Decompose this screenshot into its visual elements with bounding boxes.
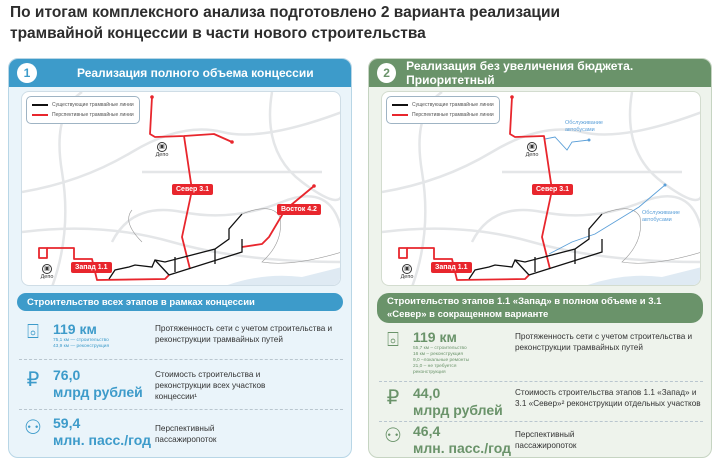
- depot-west: ▣Депо: [36, 264, 58, 280]
- title-line-1: По итогам комплексного анализа подготовл…: [10, 4, 561, 21]
- variant-title: Реализация полного объема концессии: [77, 66, 314, 80]
- divider: [19, 359, 343, 360]
- legend-existing: Существующие трамвайные линии: [52, 102, 134, 108]
- metric-desc: Протяженность сети с учетом строительств…: [155, 324, 333, 344]
- depot-label: Депо: [155, 152, 169, 158]
- map-variant-1: Существующие трамвайные линии Перспектив…: [21, 91, 341, 286]
- legend-planned: Перспективные трамвайные линии: [412, 112, 494, 118]
- depot-label: Депо: [40, 274, 54, 280]
- variant-title: Реализация без увеличения бюджета. Приор…: [406, 59, 634, 87]
- label-east: Восток 4.2: [277, 204, 321, 215]
- metric-length: ⌻ 119 км 55,7 км – строительство 16 км –…: [379, 329, 703, 376]
- metric-value: 59,4: [53, 415, 81, 431]
- label-north: Север 3.1: [532, 184, 574, 195]
- ruble-icon: ₽: [386, 387, 400, 409]
- metric-length: ⌻ 119 км 75,1 км — строительство 43,9 км…: [19, 321, 343, 350]
- title-line-2: трамвайной концессии в части нового стро…: [10, 25, 426, 42]
- metric-detail: 9,0 –локальные ремонты: [413, 358, 470, 363]
- label-west: Запад 1.1: [71, 262, 112, 273]
- variant-2-panel: 2 Реализация без увеличения бюджета. Прио…: [368, 58, 712, 458]
- tape-measure-icon: ⌻: [27, 321, 39, 343]
- metric-value: 119 км: [413, 329, 457, 345]
- variant-number: 2: [377, 63, 397, 83]
- metric-detail: 21,0 – не требуется реконструкция: [413, 364, 457, 375]
- metric-desc: Перспективный пассажиропоток: [515, 430, 577, 450]
- divider: [379, 421, 703, 422]
- variant-2-header: 2 Реализация без увеличения бюджета. Прио…: [369, 59, 711, 87]
- metric-unit: млрд рублей: [413, 402, 503, 418]
- legend-planned: Перспективные трамвайные линии: [52, 112, 134, 118]
- tape-measure-icon: ⌻: [387, 329, 399, 351]
- divider: [379, 381, 703, 382]
- metric-detail: 55,7 км – строительство: [413, 346, 467, 351]
- metric-desc: Перспективный пассажиропоток: [155, 424, 217, 444]
- label-north: Север 3.1: [172, 184, 214, 195]
- metric-detail: 75,1 км — строительство: [53, 338, 109, 343]
- metric-value: 46,4: [413, 423, 441, 439]
- metric-desc: Протяженность сети с учетом строительств…: [515, 332, 693, 352]
- map-legend: Существующие трамвайные линии Перспектив…: [26, 96, 140, 124]
- variant-1-header: 1 Реализация полного объема концессии: [9, 59, 351, 87]
- metric-value: 44,0: [413, 385, 441, 401]
- map-legend: Существующие трамвайные линии Перспектив…: [386, 96, 500, 124]
- depot-north: ▣Депо: [151, 142, 173, 158]
- label-west: Запад 1.1: [431, 262, 472, 273]
- metric-detail: 43,9 км — реконструкция: [53, 344, 110, 349]
- metric-desc: Стоимость строительства и реконструкции …: [155, 370, 266, 401]
- people-icon: ⚇: [24, 417, 42, 439]
- variant-1-panel: 1 Реализация полного объема концессии Сущ…: [8, 58, 352, 458]
- depot-west: ▣Депо: [396, 264, 418, 280]
- map-variant-2: Существующие трамвайные линии Перспектив…: [381, 91, 701, 286]
- bus-service-label: Обслуживание автобусами: [642, 210, 680, 223]
- depot-label: Депо: [400, 274, 414, 280]
- variant-number: 1: [17, 63, 37, 83]
- bus-service-label: Обслуживание автобусами: [565, 120, 603, 133]
- variant-1-subtitle: Строительство всех этапов в рамках конце…: [17, 293, 343, 311]
- people-icon: ⚇: [384, 425, 402, 447]
- metric-desc: Стоимость строительства этапов 1.1 «Запа…: [515, 388, 701, 408]
- tram-map: [22, 92, 340, 285]
- tram-icon: ▣: [527, 142, 537, 152]
- metric-value: 119 км: [53, 321, 97, 337]
- legend-existing: Существующие трамвайные линии: [412, 102, 494, 108]
- page-title: По итогам комплексного анализа подготовл…: [10, 2, 560, 44]
- metric-detail: 16 км – реконструкция: [413, 352, 463, 357]
- divider: [19, 409, 343, 410]
- variant-2-subtitle: Строительство этапов 1.1 «Запад» в полно…: [377, 293, 703, 323]
- tram-icon: ▣: [157, 142, 167, 152]
- depot-north: ▣Депо: [521, 142, 543, 158]
- metric-unit: млрд рублей: [53, 384, 143, 400]
- metric-unit: млн. пасс./год: [413, 440, 511, 456]
- metric-value: 76,0: [53, 367, 81, 383]
- metric-unit: млн. пасс./год: [53, 432, 151, 448]
- tram-icon: ▣: [42, 264, 52, 274]
- ruble-icon: ₽: [26, 369, 40, 391]
- tram-icon: ▣: [402, 264, 412, 274]
- depot-label: Депо: [525, 152, 539, 158]
